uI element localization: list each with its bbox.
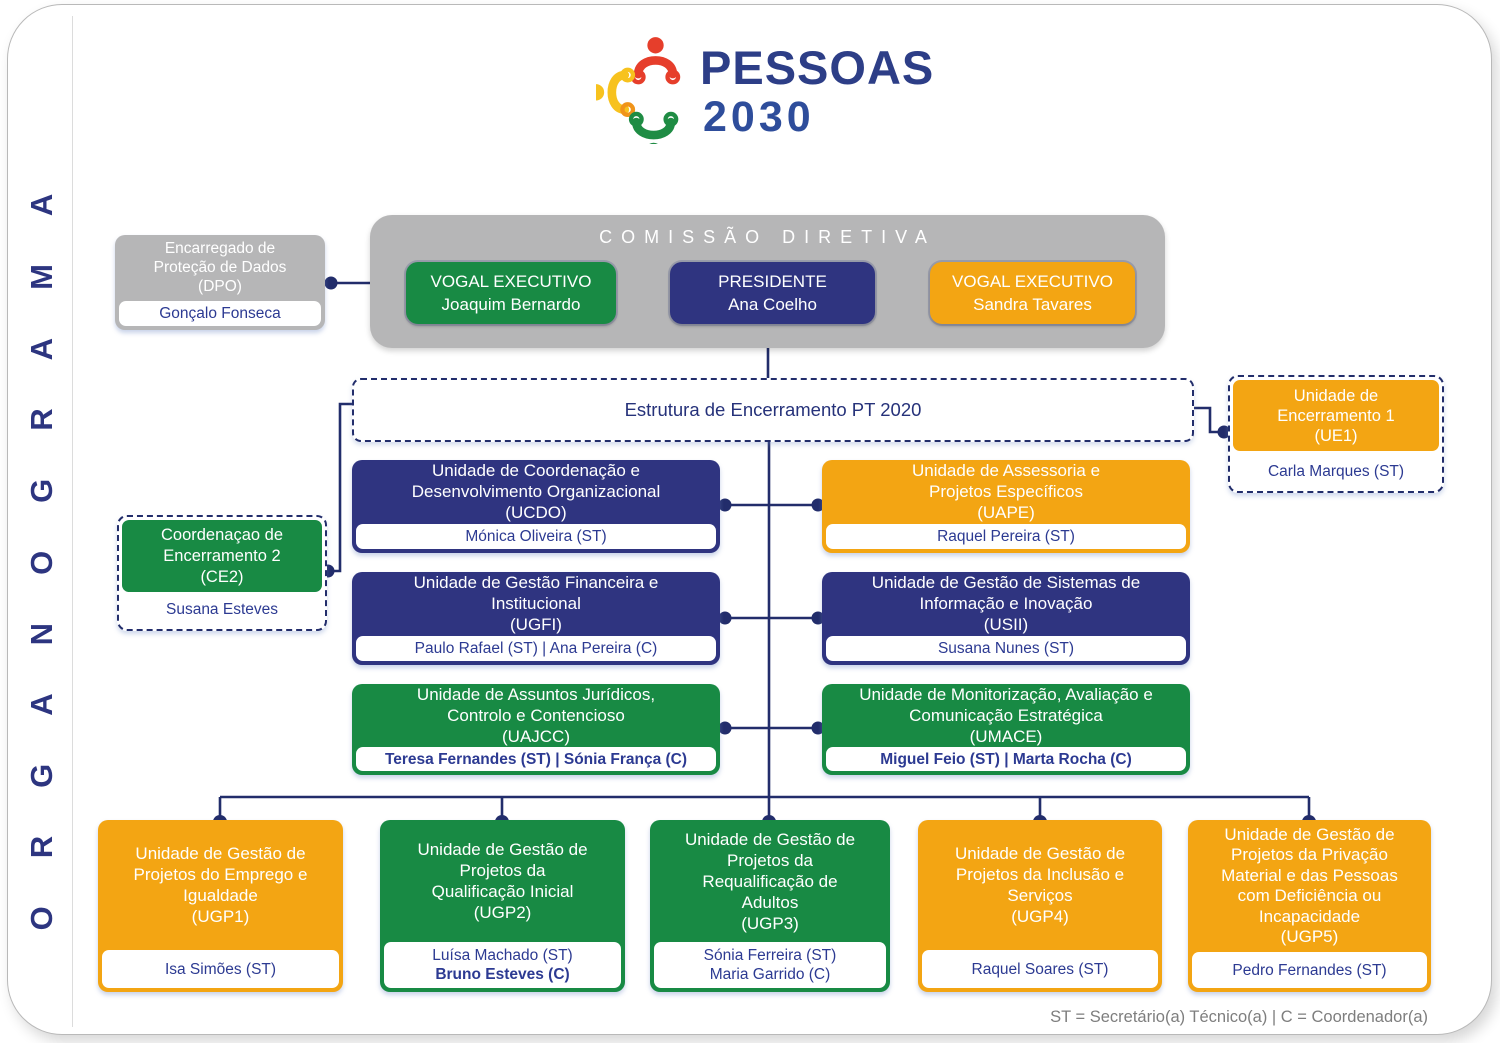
unit-usii: Unidade de Gestão de Sistemas de Informa…	[822, 572, 1190, 665]
unit-title: Unidade de Gestão de Projetos da Privaçã…	[1221, 824, 1398, 947]
commission-box: COMISSÃO DIRETIVA VOGAL EXECUTIVO Joaqui…	[370, 215, 1165, 348]
member-name: Joaquim Bernardo	[441, 294, 581, 314]
ue1-box: Unidade de Encerramento 1 (UE1) Carla Ma…	[1228, 375, 1444, 493]
unit-ugfi: Unidade de Gestão Financeira e Instituci…	[352, 572, 720, 665]
unit-name: Miguel Feio (ST) | Marta Rocha (C)	[826, 747, 1186, 771]
unit-name: Susana Nunes (ST)	[826, 636, 1186, 661]
ce2-title: Coordenaçao de Encerramento 2 (CE2)	[160, 525, 283, 586]
unit-title: Unidade de Gestão de Projetos da Qualifi…	[417, 840, 588, 922]
unit-name: Paulo Rafael (ST) | Ana Pereira (C)	[356, 636, 716, 661]
dpo-box: Encarregado de Proteção de Dados (DPO) G…	[115, 235, 325, 330]
member-vogal-executivo-2: VOGAL EXECUTIVO Sandra Tavares	[930, 262, 1135, 324]
unit-title: Unidade de Assessoria e Projetos Específ…	[911, 461, 1101, 522]
unit-uape: Unidade de Assessoria e Projetos Específ…	[822, 460, 1190, 553]
unit-ugp3: Unidade de Gestão de Projetos da Requali…	[650, 820, 890, 992]
unit-names: Luísa Machado (ST) Bruno Esteves (C)	[384, 942, 621, 988]
ue1-name: Carla Marques (ST)	[1267, 462, 1405, 480]
unit-ugp2: Unidade de Gestão de Projetos da Qualifi…	[380, 820, 625, 992]
unit-name2: Maria Garrido (C)	[709, 966, 831, 983]
member-role: VOGAL EXECUTIVO	[952, 271, 1113, 291]
unit-umace: Unidade de Monitorização, Avaliação e Co…	[822, 684, 1190, 775]
unit-ucdo: Unidade de Coordenação e Desenvolvimento…	[352, 460, 720, 553]
left-divider-line	[72, 16, 73, 1027]
unit-title: Unidade de Assuntos Jurídicos, Controlo …	[416, 685, 656, 746]
unit-title: Unidade de Gestão Financeira e Instituci…	[413, 573, 659, 634]
ue1-title: Unidade de Encerramento 1 (UE1)	[1277, 386, 1395, 445]
legend-text: ST = Secretário(a) Técnico(a) | C = Coor…	[1050, 1008, 1428, 1026]
unit-name: Teresa Fernandes (ST) | Sónia França (C)	[356, 747, 716, 771]
unit-name: Pedro Fernandes (ST)	[1192, 952, 1427, 988]
member-presidente: PRESIDENTE Ana Coelho	[670, 262, 875, 324]
unit-title: Unidade de Gestão de Sistemas de Informa…	[871, 573, 1141, 634]
unit-name: Isa Simões (ST)	[102, 950, 339, 988]
unit-name: Mónica Oliveira (ST)	[356, 524, 716, 549]
unit-name: Luísa Machado (ST)	[432, 947, 573, 964]
unit-ugp5: Unidade de Gestão de Projetos da Privaçã…	[1188, 820, 1431, 992]
unit-ugp4: Unidade de Gestão de Projetos da Inclusã…	[918, 820, 1162, 992]
unit-names: Sónia Ferreira (ST) Maria Garrido (C)	[654, 942, 886, 988]
unit-uajcc: Unidade de Assuntos Jurídicos, Controlo …	[352, 684, 720, 775]
member-role: VOGAL EXECUTIVO	[430, 271, 592, 291]
unit-name: Raquel Pereira (ST)	[826, 524, 1186, 549]
unit-name2: Bruno Esteves (C)	[435, 966, 570, 983]
estrutura-encerramento-box: Estrutura de Encerramento PT 2020	[352, 378, 1194, 442]
member-name: Sandra Tavares	[973, 294, 1092, 314]
dpo-title: Encarregado de Proteção de Dados (DPO)	[153, 240, 287, 295]
unit-title: Unidade de Gestão de Projetos da Requali…	[684, 829, 856, 933]
unit-ugp1: Unidade de Gestão de Projetos do Emprego…	[98, 820, 343, 992]
logo-year: 2030	[703, 93, 815, 141]
unit-title: Unidade de Monitorização, Avaliação e Co…	[859, 685, 1153, 746]
dpo-name: Gonçalo Fonseca	[119, 301, 321, 326]
unit-title: Unidade de Gestão de Projetos do Emprego…	[133, 844, 308, 926]
pessoas-people-icon	[596, 37, 681, 144]
unit-title: Unidade de Gestão de Projetos da Inclusã…	[954, 844, 1126, 926]
ce2-name: Susana Esteves	[165, 601, 278, 618]
logo-title: PESSOAS	[700, 41, 935, 94]
commission-title: COMISSÃO DIRETIVA	[599, 227, 936, 247]
unit-name: Raquel Soares (ST)	[922, 950, 1158, 988]
member-vogal-executivo-1: VOGAL EXECUTIVO Joaquim Bernardo	[406, 262, 616, 324]
member-role: PRESIDENTE	[718, 271, 827, 291]
member-name: Ana Coelho	[728, 294, 817, 314]
unit-title: Unidade de Coordenação e Desenvolvimento…	[411, 461, 661, 522]
unit-name: Sónia Ferreira (ST)	[703, 947, 837, 964]
ce2-box: Coordenaçao de Encerramento 2 (CE2) Susa…	[117, 515, 327, 631]
